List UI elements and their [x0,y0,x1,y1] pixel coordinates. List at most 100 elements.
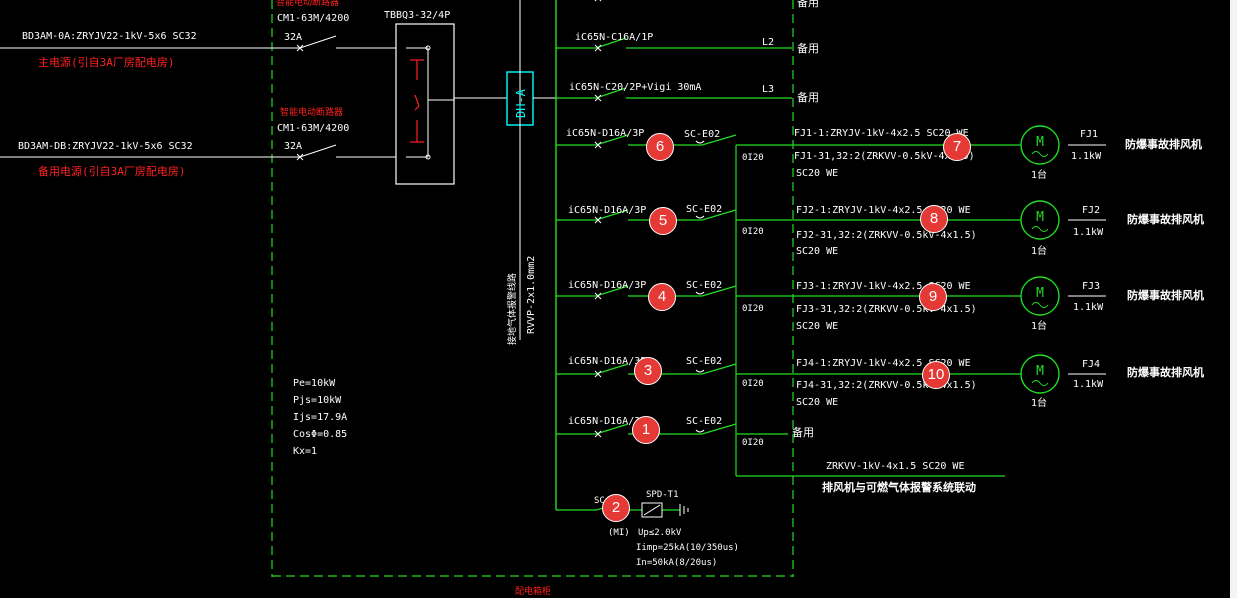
motor-symbol-icon [1020,276,1060,316]
motor-fj1-power: 1.1kW [1071,151,1102,162]
param-ijs: Ijs=17.9A [293,412,348,423]
motor-letter-icon: M [1036,286,1044,301]
callout-badge-8: 8 [920,205,948,233]
linkage-cable: ZRKVV-1kV-4x1.5 SC20 WE [826,461,965,472]
motor-fj4-power: 1.1kW [1073,379,1104,390]
breaker-x-mark [594,216,602,224]
top-branch-switch [595,37,627,49]
branch-breaker-switch [595,363,629,375]
breaker-x-mark [594,141,602,149]
callout-badge-6: 6 [646,133,674,161]
motor-ac-wave-icon [1031,151,1049,157]
breaker-x-mark [594,94,602,102]
motor-fj3-id: FJ3 [1082,281,1101,292]
top-branch-2-breaker: iC65N-C16A/1P [575,32,654,43]
branch-3-pipe: SC20 WE [796,397,839,408]
motor-ac-wave-icon [1031,226,1049,232]
incomer-lines [0,35,396,158]
callout-badge-3: 3 [634,357,662,385]
branch-breaker-switch [595,134,629,146]
callout-badge-5: 5 [649,207,677,235]
breaker-x-mark [594,370,602,378]
motor-fj1-id: FJ1 [1080,129,1099,140]
contactor-arc [695,429,705,433]
branch-5-cable: FJ2-1:ZRYJV-1kV-4x2.5 SC20 WE [796,205,971,216]
motor-fj1-desc: 防爆事故排风机 [1125,138,1202,151]
branch-4-contactor: SC-E02 [686,280,723,291]
callout-badge-10: 10 [922,361,950,389]
top-branch-2-phase: L2 [762,37,775,48]
spd-breaker-note: (MI) [608,528,630,538]
breaker-x-mark [594,44,602,52]
motor-letter-icon: M [1036,210,1044,225]
motor-fj2-id: FJ2 [1082,205,1101,216]
motor-fj3-qty: 1台 [1031,321,1048,332]
callout-badge-2: 2 [602,494,630,522]
bus-vertical-label: 接地气体报警线路 [508,272,518,345]
top-branch-3-breaker: iC65N-C20/2P+Vigi 30mA [569,82,702,93]
spd-label: SPD-T1 [646,490,679,500]
branch-3-cable: FJ4-1:ZRYJV-1kV-4x2.5 SC20 WE [796,358,971,369]
incomer2-cable: BD3AM-DB:ZRYJV22-1kV-5x6 SC32 [18,141,193,152]
branch-4-breaker: iC65N-D16A/3P [568,280,647,291]
branch-4-pipe: SC20 WE [796,321,839,332]
motor-fj4-desc: 防爆事故排风机 [1127,366,1204,379]
incomer1-rating: 32A [284,32,303,43]
branch-contactor-switch [701,209,737,221]
param-cos: CosΦ=0.85 [293,429,348,440]
branch-breaker-switch [595,423,629,435]
top-branch-switch [595,87,627,99]
branch-3-tag: 0I20 [742,379,764,389]
motor-symbol-icon [1020,125,1060,165]
branch-6-contactor: SC-E02 [684,129,721,140]
branch-contactor-switch [701,285,737,297]
branch-lines [556,0,1021,438]
motor-letter-icon: M [1036,364,1044,379]
branch-1-spare: 备用 [792,426,814,439]
callout-badge-9: 9 [919,283,947,311]
motor-fj4-id: FJ4 [1082,359,1101,370]
ats-internals [406,45,454,160]
branch-3-breaker: iC65N-D16A/3P [568,356,647,367]
branch-5-tag: 0I20 [742,227,764,237]
spd-diag [643,504,661,516]
incomer-breaker-marks [296,44,304,161]
branch-6-ctrl: FJ1-31,32:2(ZRKVV-0.5kV-4x1.5) [794,151,975,162]
motor-ac-wave-icon [1031,380,1049,386]
panel-outline [271,0,794,577]
incomer2-breaker-title: 智能电动断路器 [280,108,344,118]
param-kx: Kx=1 [293,446,318,457]
top-branch-2-spare: 备用 [797,42,819,55]
motor-fj2-desc: 防爆事故排风机 [1127,213,1204,226]
motor-fj3-power: 1.1kW [1073,302,1104,313]
ats-red-marks [410,59,424,143]
branch-4-tag: 0I20 [742,304,764,314]
branch-6-breaker: iC65N-D16A/3P [566,128,645,139]
breaker-x-mark [594,430,602,438]
branch-3-ctrl: FJ4-31,32:2(ZRKVV-0.5kV-4x1.5) [796,380,977,391]
branch-1-contactor: SC-E02 [686,416,723,427]
branch-6-tag: 0I20 [742,153,764,163]
contactor-arc [695,291,705,295]
ats-box [395,23,455,185]
motor-letter-icon: M [1036,135,1044,150]
incomer1-note: 主电源(引自3A厂房配电房) [38,56,175,69]
top-branch-3-spare: 备用 [797,91,819,104]
incomer2-breaker: CM1-63M/4200 [277,123,350,134]
branch-contactor-switch [701,363,737,375]
branch-1-tag: 0I20 [742,438,764,448]
param-pe: Pe=10kW [293,378,336,389]
motor-fj2-qty: 1台 [1031,246,1048,257]
motor-symbol-icon [1020,200,1060,240]
branch-breaker-switch [595,285,629,297]
load-parameters: Pe=10kW Pjs=10kW Ijs=17.9A CosΦ=0.85 Kx=… [293,378,347,458]
linkage-label: 排风机与可燃气体报警系统联动 [822,481,976,494]
motor-fj4-qty: 1台 [1031,398,1048,409]
spd-breaker: SC [594,496,605,506]
ats-label: TBBQ3-32/4P [384,10,451,21]
branch-1-breaker: iC65N-D16A/3P [568,416,647,427]
branch-3-contactor: SC-E02 [686,356,723,367]
spd-body [641,502,663,518]
callout-badge-4: 4 [648,283,676,311]
